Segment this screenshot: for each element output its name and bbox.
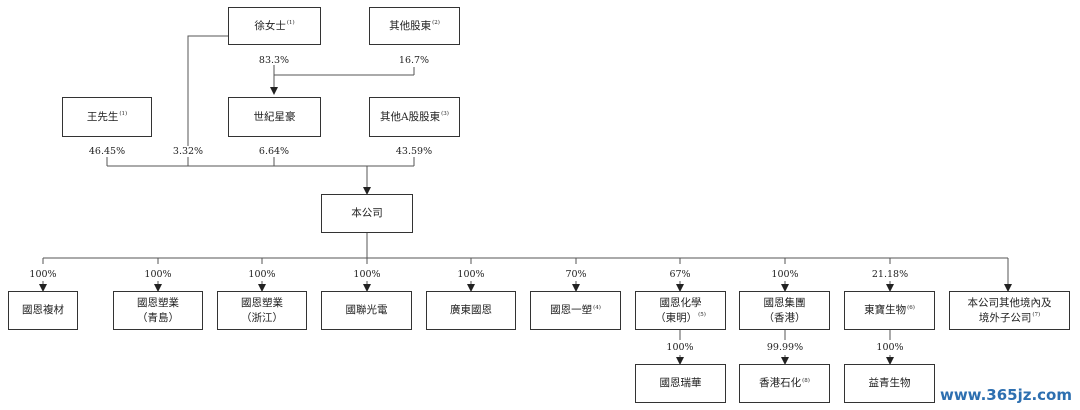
- pct-sub-8: 100%: [771, 269, 799, 280]
- node-wang: 王先生(1): [62, 97, 152, 137]
- pct-sub-7: 67%: [669, 269, 691, 280]
- node-label-line2: （浙江）: [241, 311, 283, 324]
- node-label: 國恩集團: [763, 297, 806, 310]
- footnote-marker: (6): [907, 304, 915, 311]
- node-sub-1: 國恩複材: [8, 291, 78, 330]
- node-shiji: 世紀星豪: [228, 97, 321, 137]
- footnote-marker: (1): [286, 20, 295, 27]
- pct-shiji-company: 6.64%: [258, 146, 290, 157]
- node-label-line2: （東明）: [655, 311, 698, 324]
- pct-grand-2: 99.99%: [766, 342, 804, 353]
- node-grand-1: 國恩瑞華: [635, 364, 726, 403]
- node-label: 其他A股股東: [380, 110, 441, 123]
- watermark: www.365jz.com: [939, 386, 1072, 404]
- node-xu: 徐女士(1): [228, 7, 321, 45]
- pct-sub-9: 21.18%: [871, 269, 909, 280]
- node-other-shareholders: 其他股東(2): [369, 7, 460, 45]
- node-label: 國恩一塑: [550, 304, 593, 317]
- pct-sub-2: 100%: [144, 269, 172, 280]
- footnote-marker: (5): [698, 312, 706, 318]
- pct-sub-4: 100%: [353, 269, 381, 280]
- node-label: 國恩複材: [22, 304, 64, 317]
- node-sub-4: 國聯光電: [321, 291, 412, 330]
- pct-othera-company: 43.59%: [395, 146, 433, 157]
- node-label: 王先生: [86, 110, 119, 123]
- pct-sub-6: 70%: [565, 269, 587, 280]
- pct-sub-5: 100%: [457, 269, 485, 280]
- pct-xu-shiji: 83.3%: [258, 55, 290, 66]
- node-label-line2: （青島）: [137, 311, 179, 324]
- node-grand-3: 益青生物: [844, 364, 935, 403]
- node-label-line2: 境外子公司: [978, 311, 1032, 324]
- pct-sub-1: 100%: [29, 269, 57, 280]
- node-sub-2: 國恩塑業 （青島）: [113, 291, 203, 330]
- node-sub-8: 國恩集團 （香港）: [739, 291, 830, 330]
- pct-sub-3: 100%: [248, 269, 276, 280]
- pct-grand-3: 100%: [876, 342, 904, 353]
- node-sub-3: 國恩塑業 （浙江）: [217, 291, 307, 330]
- footnote-marker: (8): [802, 377, 810, 384]
- node-grand-2: 香港石化(8): [739, 364, 830, 403]
- node-label: 香港石化: [759, 377, 802, 390]
- node-label: 國聯光電: [345, 304, 388, 317]
- footnote-marker: (3): [441, 111, 449, 118]
- node-sub-10: 本公司其他境內及 境外子公司(7): [949, 291, 1070, 330]
- node-sub-9: 東寶生物(6): [844, 291, 935, 330]
- footnote-marker: (2): [432, 20, 440, 27]
- pct-wang-company: 46.45%: [88, 146, 126, 157]
- node-label: 益青生物: [868, 377, 911, 390]
- node-other-a-shareholders: 其他A股股東(3): [369, 97, 460, 137]
- node-label: 本公司其他境內及: [967, 297, 1052, 310]
- footnote-marker: (7): [1032, 312, 1041, 318]
- node-sub-6: 國恩一塑(4): [530, 291, 621, 330]
- node-sub-5: 廣東國恩: [426, 291, 516, 330]
- node-label: 國恩瑞華: [659, 377, 702, 390]
- node-label: 國恩塑業: [241, 297, 283, 310]
- node-company: 本公司: [321, 194, 413, 233]
- node-label: 徐女士: [254, 19, 286, 32]
- pct-xu-company: 3.32%: [172, 146, 204, 157]
- footnote-marker: (1): [119, 111, 128, 118]
- node-label: 其他股東: [389, 19, 432, 32]
- pct-grand-1: 100%: [666, 342, 694, 353]
- node-label: 東寶生物: [864, 304, 907, 317]
- pct-other-shiji: 16.7%: [398, 55, 430, 66]
- footnote-marker: (4): [593, 304, 601, 311]
- node-label: 本公司: [351, 207, 383, 220]
- node-label: 國恩化學: [659, 297, 702, 310]
- node-sub-7: 國恩化學 （東明）(5): [635, 291, 726, 330]
- node-label: 廣東國恩: [450, 304, 492, 317]
- node-label: 國恩塑業: [137, 297, 179, 310]
- node-label-line2: （香港）: [763, 311, 806, 324]
- node-label: 世紀星豪: [253, 110, 296, 123]
